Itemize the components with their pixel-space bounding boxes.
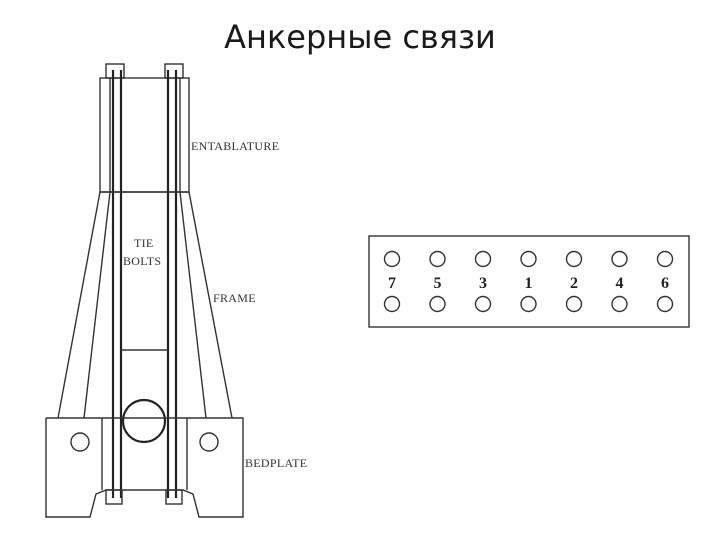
bolt-order-number: 4 — [616, 275, 624, 292]
slide-title: Анкерные связи — [224, 18, 496, 56]
bolt-order-number: 5 — [434, 275, 442, 292]
bolt-hole-bottom — [611, 295, 628, 313]
bolt-order-plate: 7 5 3 1 2 4 6 — [368, 235, 690, 328]
label-tie: TIE — [134, 236, 154, 250]
bolt-hole-top — [474, 250, 492, 268]
bottom-nut-left — [105, 489, 123, 505]
label-entablature: ENTABLATURE — [191, 139, 279, 153]
frame-left-side — [57, 191, 101, 419]
bottom-nut-right — [165, 489, 183, 505]
bolt-hole-top — [383, 250, 401, 268]
bolt-order-number: 3 — [479, 275, 487, 292]
bedplate-hole-right — [199, 432, 219, 452]
bolt-order-number: 6 — [661, 275, 669, 292]
bolt-hole-bottom — [429, 295, 446, 313]
bolt-hole-top — [565, 250, 583, 268]
label-bedplate: BEDPLATE — [245, 456, 307, 470]
bolt-hole-bottom — [520, 295, 537, 313]
bolt-hole-top — [611, 250, 628, 268]
label-bolts: BOLTS — [123, 254, 161, 268]
bolt-hole-bottom — [474, 295, 492, 313]
bolt-hole-top — [429, 250, 446, 268]
bolt-order-number: 2 — [570, 275, 578, 292]
frame-right-side — [188, 191, 233, 419]
bolt-hole-bottom — [383, 295, 401, 313]
bedplate-hole-left — [70, 432, 90, 452]
bolt-order-number: 7 — [388, 275, 396, 292]
bolt-hole-top — [656, 250, 674, 268]
bolt-hole-top — [520, 250, 537, 268]
bedplate-block — [45, 417, 244, 518]
bolt-hole-bottom — [656, 295, 674, 313]
bolt-order-number: 1 — [525, 275, 533, 292]
crankshaft-bore — [121, 398, 167, 444]
label-frame: FRAME — [213, 291, 256, 305]
engine-frame-drawing — [45, 63, 244, 518]
bolt-hole-bottom — [565, 295, 583, 313]
bolt-plate-outline — [368, 235, 690, 328]
